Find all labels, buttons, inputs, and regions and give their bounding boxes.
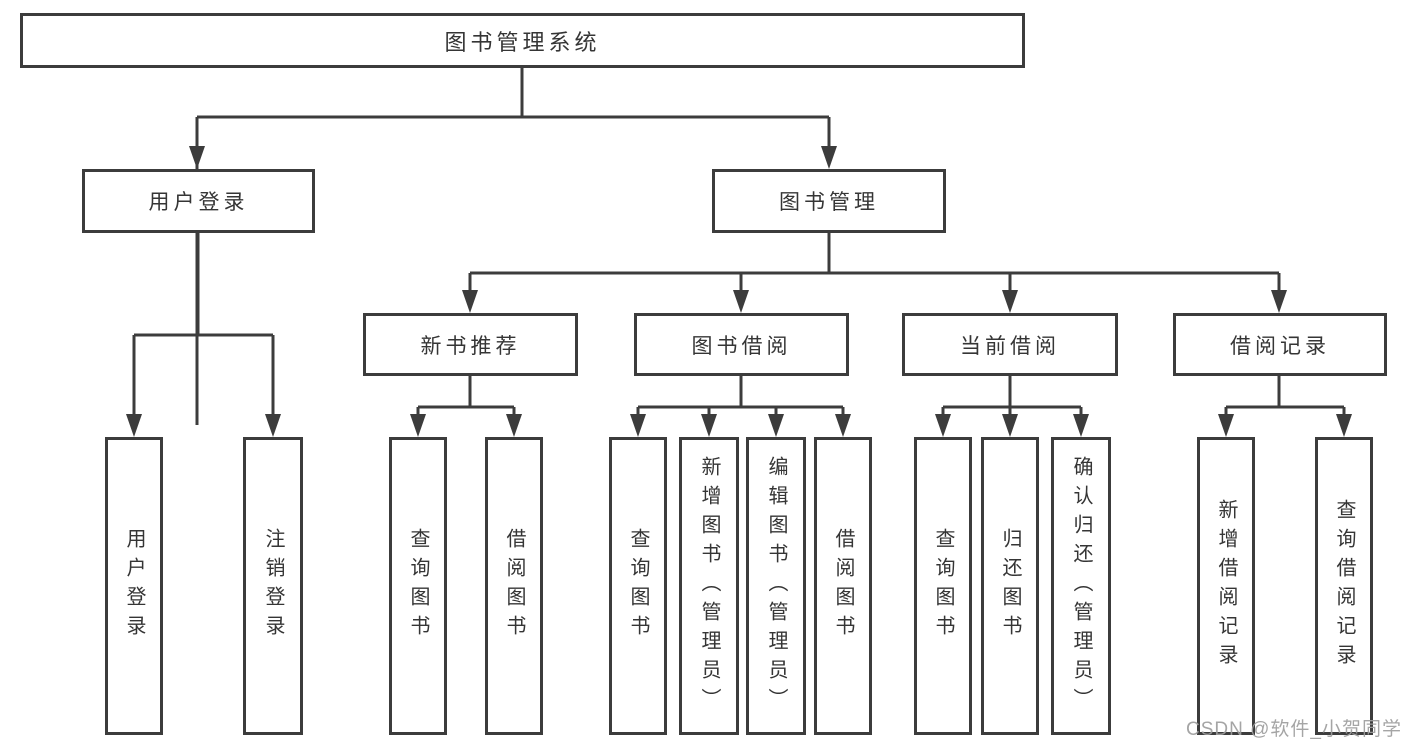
leaf-label: 新增借阅记录	[1215, 499, 1237, 673]
leaf-label: 查询图书	[407, 528, 429, 644]
node-label: 新书推荐	[420, 334, 521, 358]
leaf-label: 借阅图书	[503, 528, 525, 644]
arrowhead-icon	[265, 414, 281, 437]
watermark: CSDN @软件_小贺同学	[1186, 719, 1402, 740]
leaf-query-borrow-record: 查询借阅记录	[1315, 437, 1373, 735]
arrowhead-icon	[1271, 290, 1287, 313]
leaf-label: 注销登录	[262, 528, 284, 644]
arrowhead-icon	[821, 146, 837, 169]
leaf-label: 确认归还（管理员）	[1070, 455, 1092, 717]
arrowhead-icon	[1002, 414, 1018, 437]
arrowhead-icon	[630, 414, 646, 437]
connector-user-login-subtree	[132, 117, 275, 425]
leaf-query-books-1: 查询图书	[389, 437, 447, 735]
leaf-label: 查询图书	[932, 528, 954, 644]
connector-book-mgmt-subtree	[468, 233, 1281, 301]
leaf-add-book-admin: 新增图书（管理员）	[679, 437, 739, 735]
leaf-confirm-return-admin: 确认归还（管理员）	[1051, 437, 1111, 735]
leaf-label: 编辑图书（管理员）	[765, 455, 787, 717]
node-root-label: 图书管理系统	[444, 29, 601, 55]
arrowhead-icon	[835, 414, 851, 437]
arrowhead-icon	[462, 290, 478, 313]
node-borrow-records: 借阅记录	[1173, 313, 1387, 376]
node-new-book-recommend: 新书推荐	[363, 313, 578, 376]
arrowhead-icon	[1073, 414, 1089, 437]
arrowhead-icon	[410, 414, 426, 437]
connector-book-borrow-subtree	[636, 376, 845, 425]
arrowhead-icon	[935, 414, 951, 437]
connector-borrow-records-subtree	[1224, 376, 1346, 425]
connector-current-borrow-subtree	[941, 376, 1083, 425]
arrowhead-icon	[189, 146, 205, 169]
arrowhead-icon	[733, 290, 749, 313]
leaf-label: 归还图书	[999, 528, 1021, 644]
node-label: 图书管理	[779, 191, 879, 214]
arrowhead-icon	[1218, 414, 1234, 437]
arrowhead-icon	[1002, 290, 1018, 313]
leaf-label: 新增图书（管理员）	[698, 455, 720, 717]
leaf-borrow-books-1: 借阅图书	[485, 437, 543, 735]
arrowhead-icon	[768, 414, 784, 437]
leaf-label: 查询图书	[627, 528, 649, 644]
arrowhead-icon	[701, 414, 717, 437]
node-current-borrow: 当前借阅	[902, 313, 1118, 376]
leaf-label: 借阅图书	[832, 528, 854, 644]
arrowhead-icon	[1336, 414, 1352, 437]
connector-new-book-subtree	[416, 376, 516, 425]
leaf-add-borrow-record: 新增借阅记录	[1197, 437, 1255, 735]
leaf-label: 用户登录	[123, 528, 145, 644]
leaf-label: 查询借阅记录	[1333, 499, 1355, 673]
node-book-borrow: 图书借阅	[634, 313, 849, 376]
leaf-user-login: 用户登录	[105, 437, 163, 735]
arrowhead-icon	[506, 414, 522, 437]
leaf-query-books-2: 查询图书	[609, 437, 667, 735]
leaf-borrow-books-2: 借阅图书	[814, 437, 872, 735]
leaf-edit-book-admin: 编辑图书（管理员）	[746, 437, 806, 735]
node-label: 当前借阅	[960, 334, 1060, 358]
leaf-logout: 注销登录	[243, 437, 303, 735]
leaf-query-books-3: 查询图书	[914, 437, 972, 735]
node-root: 图书管理系统	[20, 13, 1025, 68]
node-label: 图书借阅	[691, 334, 792, 358]
leaf-return-book: 归还图书	[981, 437, 1039, 735]
node-label: 借阅记录	[1230, 334, 1330, 358]
node-user-login-group: 用户登录	[82, 169, 315, 233]
node-label: 用户登录	[148, 191, 249, 214]
arrowhead-icon	[126, 414, 142, 437]
node-book-mgmt-group: 图书管理	[712, 169, 946, 233]
